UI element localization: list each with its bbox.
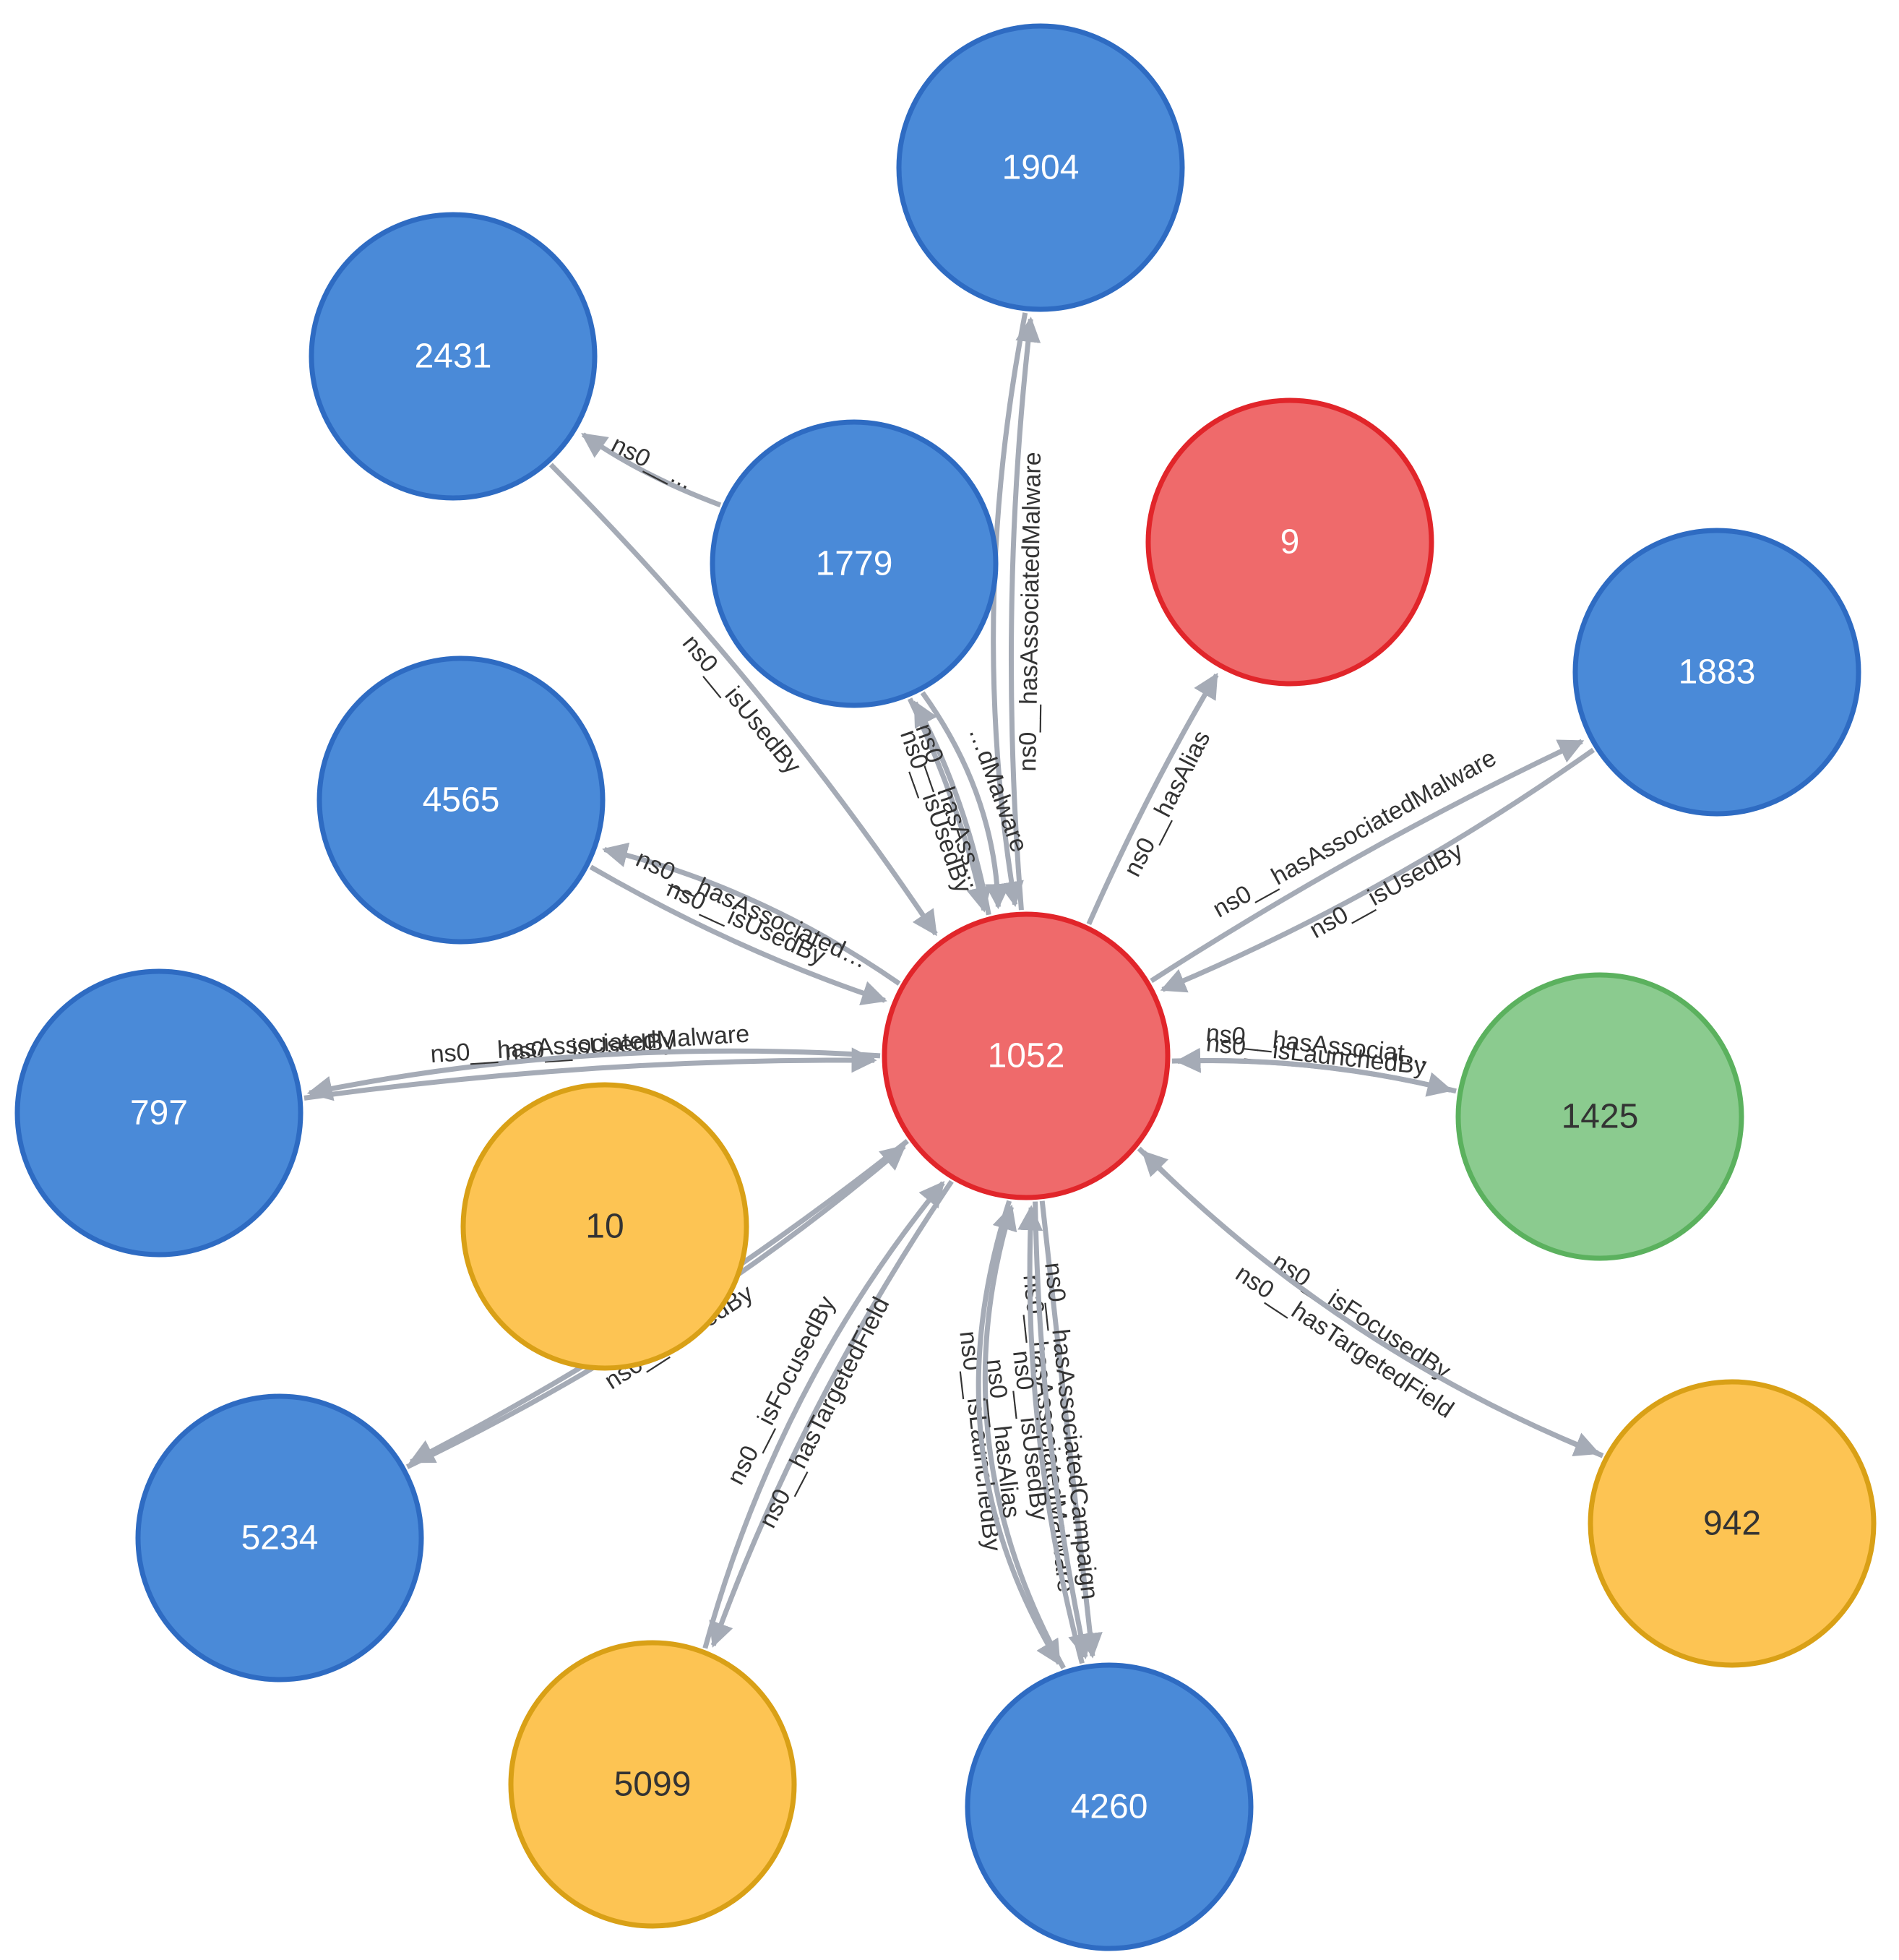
node-10[interactable]: 10 [460,1082,749,1371]
edge-line[interactable] [1160,747,1596,993]
edge-line[interactable] [589,864,887,1005]
node-label: 4565 [423,781,500,820]
node-circle[interactable] [710,419,999,708]
edge-line[interactable] [982,1204,1066,1669]
edge-line[interactable] [306,1048,881,1101]
node-circle[interactable] [508,1640,797,1929]
node-942[interactable]: 942 [1588,1379,1877,1668]
node-circle[interactable] [1588,1379,1877,1668]
edge-4565-to-1052[interactable]: ns0__isUsedBy [589,864,887,1005]
node-circle[interactable] [896,23,1185,312]
node-label: 1425 [1562,1098,1639,1136]
node-1904[interactable]: 1904 [896,23,1185,312]
node-label: 5234 [241,1519,319,1557]
edge-label: ns0__... [607,431,697,495]
node-1883[interactable]: 1883 [1572,528,1861,817]
edge-label: ns0__hasAlias [1119,726,1216,881]
node-circle[interactable] [1455,972,1744,1261]
edge-1052-to-1904[interactable]: ns0__hasAssociatedMalware [1008,317,1046,911]
edge-line[interactable] [1086,672,1219,926]
node-label: 9 [1280,523,1300,562]
node-label: 5099 [614,1766,692,1804]
node-circle[interactable] [316,656,606,945]
node-circle[interactable] [1145,397,1434,687]
node-label: 4260 [1071,1788,1148,1826]
node-4565[interactable]: 4565 [316,656,606,945]
node-5234[interactable]: 5234 [135,1393,424,1682]
node-label: 1904 [1002,149,1080,187]
edge-1052-to-5099[interactable]: ns0__hasTargetedField [709,1179,954,1648]
edge-line[interactable] [303,1047,877,1101]
node-circle[interactable] [14,968,303,1258]
edge-line[interactable] [602,842,901,986]
node-label: 2431 [415,338,492,376]
node-circle[interactable] [882,911,1171,1200]
edge-1052-to-4565[interactable]: ns0__hasAssociated… [602,842,901,986]
node-label: 1052 [988,1037,1065,1075]
edge-1904-to-1052[interactable] [991,312,1028,908]
node-layer: 1904 2431 1779 9 1883 4565 1052 797 10 1425 5234 94… [14,23,1877,1951]
edge-1052-to-9[interactable]: ns0__hasAlias [1086,672,1219,926]
edge-line[interactable] [581,432,722,508]
node-4260[interactable]: 4260 [965,1662,1254,1951]
edge-line[interactable] [1033,1201,1093,1660]
edge-1052-to-1883[interactable]: ns0__hasAssociatedMalware [1150,739,1585,984]
edge-line[interactable] [709,1179,954,1648]
edge-line[interactable] [1039,1200,1103,1659]
edge-1779-to-2431[interactable]: ns0__... [581,431,722,508]
node-2431[interactable]: 2431 [309,212,598,501]
node-label: 942 [1703,1505,1761,1543]
edge-line[interactable] [1137,1146,1601,1457]
node-797[interactable]: 797 [14,968,303,1258]
edge-line[interactable] [1008,317,1041,911]
edge-line[interactable] [702,1181,945,1649]
node-circle[interactable] [135,1393,424,1682]
edge-line[interactable] [1150,739,1585,984]
edge-1883-to-1052[interactable]: ns0__isUsedBy [1160,747,1596,993]
edge-line[interactable] [548,463,938,937]
node-1052[interactable]: 1052 [882,911,1171,1200]
node-9[interactable]: 9 [1145,397,1434,687]
node-circle[interactable] [309,212,598,501]
edge-line[interactable] [991,312,1028,908]
node-5099[interactable]: 5099 [508,1640,797,1929]
node-label: 1883 [1679,653,1756,692]
node-circle[interactable] [1572,528,1861,817]
edge-line[interactable] [913,700,991,916]
node-label: 1779 [816,545,893,583]
edge-line[interactable] [1017,1205,1085,1664]
edge-1052-to-797[interactable]: ns0__hasAssociatedMalware [306,1020,881,1101]
node-label: 797 [130,1094,188,1132]
node-circle[interactable] [965,1662,1254,1951]
node-label: 10 [585,1208,624,1246]
edge-line[interactable] [976,1200,1062,1666]
edge-label: ns0__hasAssociatedMalware [1014,452,1046,772]
node-1779[interactable]: 1779 [710,419,999,708]
edge-line[interactable] [920,691,1010,910]
node-circle[interactable] [460,1082,749,1371]
edge-line[interactable] [1171,1057,1453,1097]
node-1425[interactable]: 1425 [1455,972,1744,1261]
